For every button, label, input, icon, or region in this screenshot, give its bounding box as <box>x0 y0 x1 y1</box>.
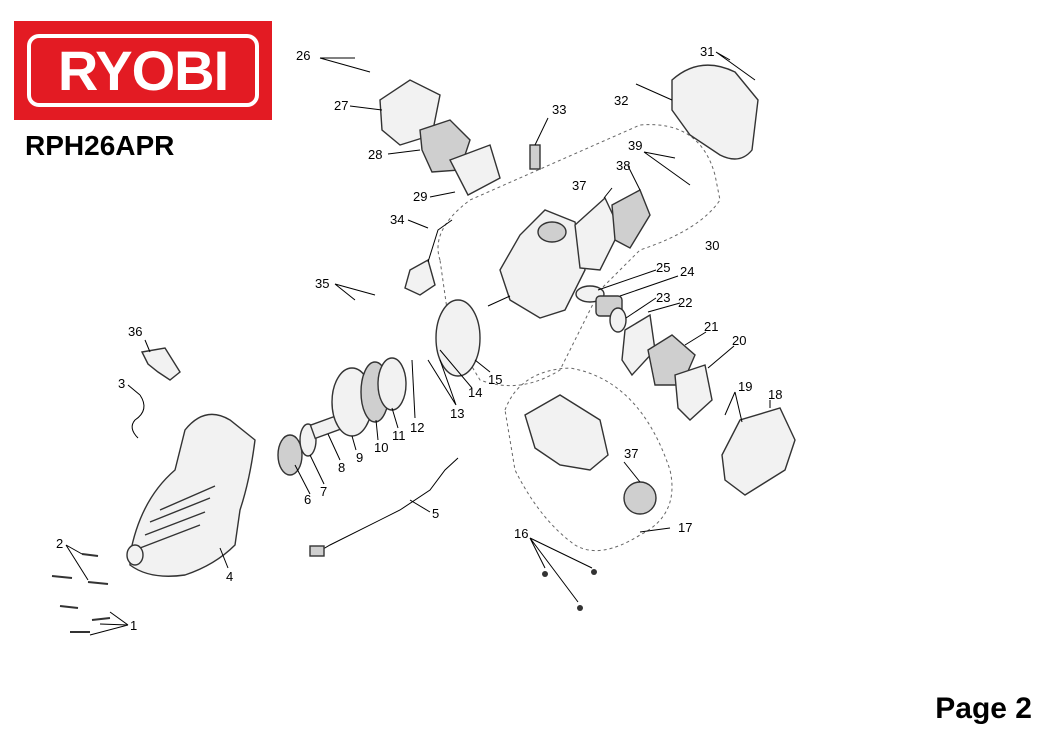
callout-3: 3 <box>118 376 125 391</box>
clutch-part-6 <box>277 434 303 476</box>
callout-23: 23 <box>656 290 670 305</box>
callout-34: 34 <box>390 212 404 227</box>
callout-21: 21 <box>704 319 718 334</box>
callout-13: 13 <box>450 406 464 421</box>
callout-36: 36 <box>128 324 142 339</box>
callout-39: 39 <box>628 138 642 153</box>
callout-24: 24 <box>680 264 694 279</box>
callout-18: 18 <box>768 387 782 402</box>
cover-part-18 <box>721 407 796 496</box>
callout-26: 26 <box>296 48 310 63</box>
callout-10: 10 <box>374 440 388 455</box>
callout-1: 1 <box>130 618 137 633</box>
washer-part-7 <box>299 423 317 457</box>
callout-4: 4 <box>226 569 233 584</box>
cable-connector <box>309 545 325 557</box>
callout-19: 19 <box>738 379 752 394</box>
ryobi-logo-border: RYOBI <box>27 34 259 107</box>
callout-30: 30 <box>705 238 719 253</box>
callout-27: 27 <box>334 98 348 113</box>
callout-22: 22 <box>678 295 692 310</box>
callout-29: 29 <box>413 189 427 204</box>
page-number: Page 2 <box>935 692 1032 725</box>
screws-part-1-2 <box>51 553 111 633</box>
ignition-coil-part-34 <box>404 258 436 296</box>
callout-9: 9 <box>356 450 363 465</box>
gasket-part-37 <box>574 196 621 271</box>
callout-38: 38 <box>616 158 630 173</box>
ryobi-logo: RYOBI <box>14 21 272 120</box>
flywheel-part-15 <box>435 299 481 377</box>
callout-20: 20 <box>732 333 746 348</box>
gasket-part-23 <box>609 307 627 333</box>
callout-5: 5 <box>432 506 439 521</box>
callout-17: 17 <box>678 520 692 535</box>
callout-16: 16 <box>514 526 528 541</box>
callout-labels: 1 2 3 4 5 6 7 8 9 10 11 12 13 14 15 16 1… <box>56 44 782 633</box>
fan-cover-part-32 <box>671 64 759 160</box>
callout-32: 32 <box>614 93 628 108</box>
filter-plate-part-29 <box>449 144 501 196</box>
heat-shield-part-22 <box>621 313 656 377</box>
ignition-wire <box>427 219 453 263</box>
callout-8: 8 <box>338 460 345 475</box>
callout-6: 6 <box>304 492 311 507</box>
callout-31: 31 <box>700 44 714 59</box>
bracket-part-36 <box>140 347 181 381</box>
callout-2: 2 <box>56 536 63 551</box>
callout-37-cap: 37 <box>624 446 638 461</box>
callout-28: 28 <box>368 147 382 162</box>
fuel-tank-part-17 <box>524 394 609 471</box>
callout-15: 15 <box>488 372 502 387</box>
cover-part-38 <box>611 189 651 249</box>
callout-25: 25 <box>656 260 670 275</box>
callout-33: 33 <box>552 102 566 117</box>
callout-37-gasket: 37 <box>572 178 586 193</box>
ryobi-logo-text: RYOBI <box>57 38 229 102</box>
screws-part-16 <box>542 569 597 611</box>
fuel-cap-part-37b <box>623 481 657 515</box>
engine-group-outline <box>437 124 721 387</box>
throttle-cable-part-5 <box>317 457 459 553</box>
model-number: RPH26APR <box>25 130 175 161</box>
callout-35: 35 <box>315 276 329 291</box>
engine-housing-part-4 <box>126 413 256 577</box>
callout-7: 7 <box>320 484 327 499</box>
callout-12: 12 <box>410 420 424 435</box>
engine-cylinder <box>487 209 586 319</box>
leader-lines <box>65 51 771 636</box>
recoil-spring-part-11 <box>377 357 407 411</box>
spark-plug-part-33 <box>529 144 541 170</box>
callout-11: 11 <box>392 428 406 443</box>
air-box-part-20 <box>674 364 713 421</box>
callout-14: 14 <box>468 385 482 400</box>
spring-part-3 <box>131 394 145 439</box>
